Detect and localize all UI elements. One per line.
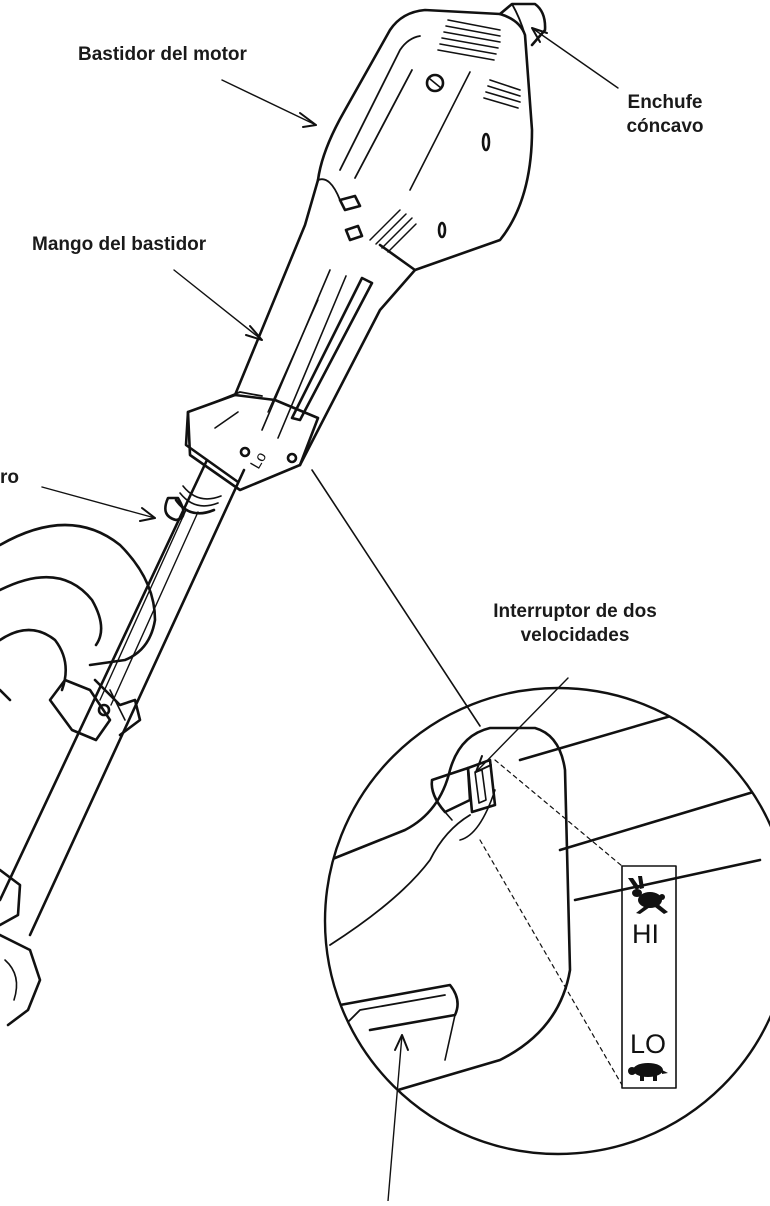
leader-female-plug — [531, 27, 619, 89]
label-two-speed-switch-line1: Interruptor de dos — [493, 601, 657, 622]
label-two-speed-switch: Interruptor de dos velocidades — [455, 600, 695, 648]
leader-partial-label — [41, 486, 156, 519]
label-motor-housing: Bastidor del motor — [78, 44, 247, 65]
svg-text:Lo: Lo — [247, 449, 270, 472]
grip-hatch — [369, 209, 417, 253]
motor-housing — [316, 2, 547, 272]
rabbit-icon — [628, 876, 668, 914]
leader-lines — [41, 27, 619, 1202]
label-housing-handle: Mango del bastidor — [32, 234, 207, 255]
speed-panel — [621, 865, 677, 1089]
detail-magnifier — [323, 686, 770, 1156]
detail-circle — [323, 686, 770, 1156]
vent-slots — [437, 19, 521, 109]
speed-high-label: HI — [632, 919, 659, 949]
housing-handle: Lo — [184, 178, 417, 492]
leader-speed-switch — [475, 677, 569, 773]
shaft — [0, 458, 246, 937]
leader-housing-handle — [173, 269, 263, 341]
label-partial-left: ro — [0, 467, 19, 488]
label-two-speed-switch-line2: velocidades — [520, 625, 630, 646]
leader-motor-housing — [221, 79, 317, 126]
magnifier-guide — [311, 469, 481, 727]
turtle-icon — [628, 1063, 668, 1081]
leader-trigger — [387, 1034, 403, 1202]
label-female-plug-line2: cóncavo — [626, 116, 704, 137]
knob — [0, 868, 42, 1027]
speed-low-label: LO — [630, 1029, 667, 1059]
label-female-plug-line1: Enchufe — [627, 92, 703, 113]
assist-handle — [0, 523, 157, 742]
label-female-plug: Enchufe cóncavo — [605, 91, 725, 139]
